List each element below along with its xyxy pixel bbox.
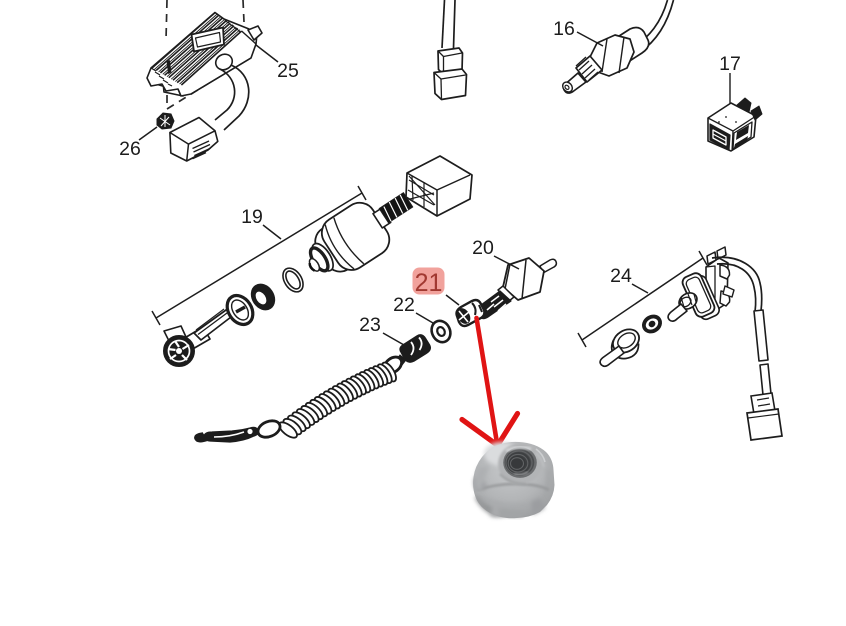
svg-text:26: 26	[119, 138, 141, 160]
svg-text:17: 17	[719, 53, 741, 75]
svg-text:16: 16	[553, 18, 575, 40]
svg-text:20: 20	[472, 237, 494, 259]
svg-text:21: 21	[415, 269, 443, 297]
svg-text:22: 22	[393, 294, 415, 316]
svg-text:24: 24	[610, 265, 632, 287]
svg-text:19: 19	[241, 206, 263, 228]
svg-text:25: 25	[277, 60, 299, 82]
svg-text:23: 23	[359, 314, 381, 336]
